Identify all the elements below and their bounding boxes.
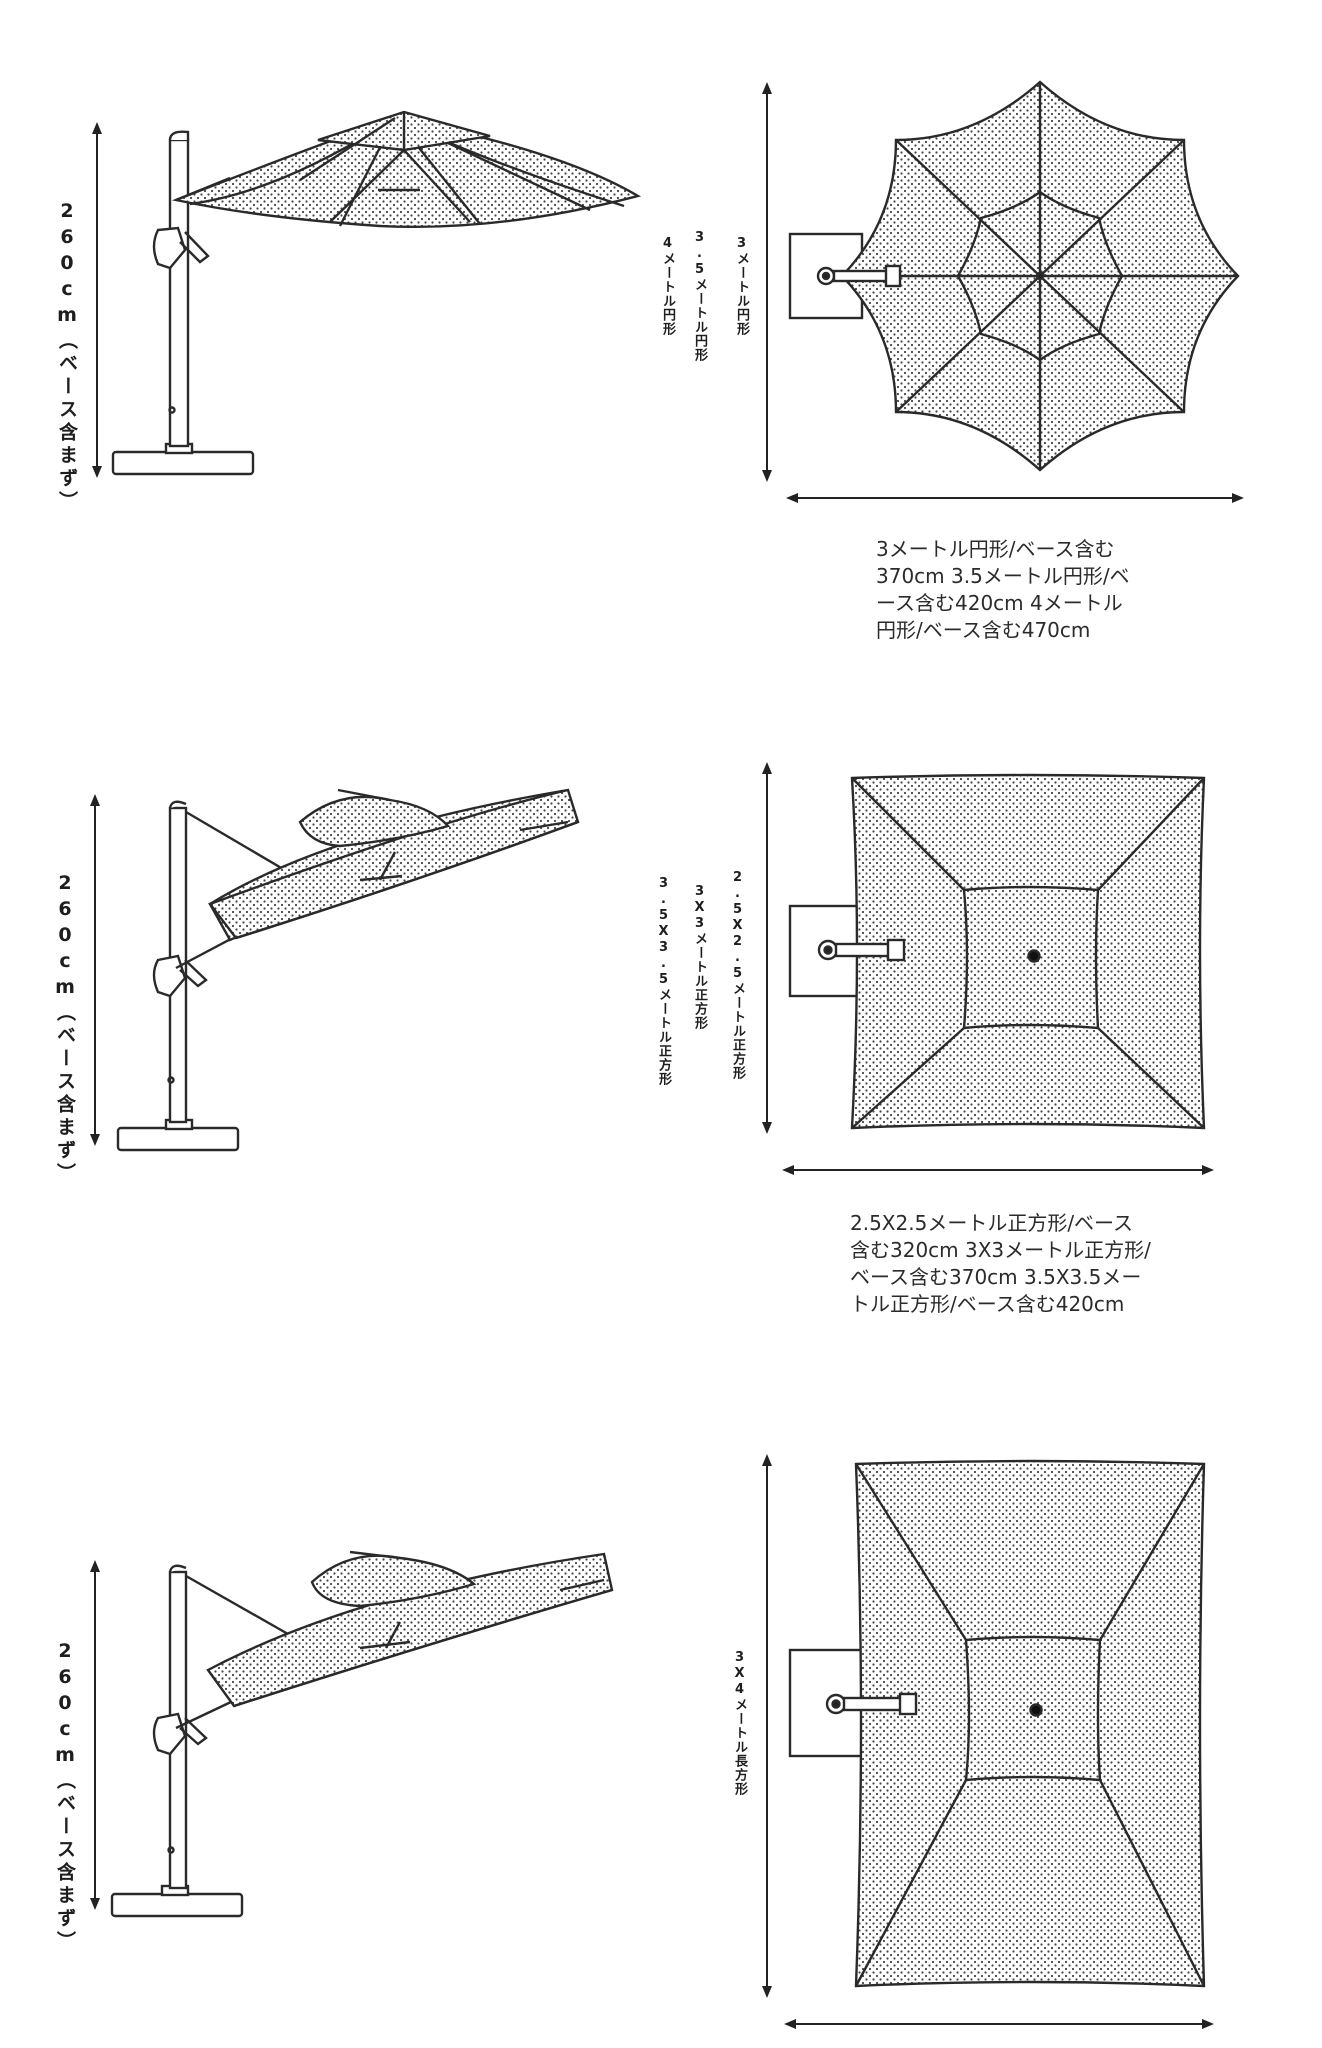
size-label-2c: 2.5X2.5メートル正方形 bbox=[730, 870, 745, 1080]
size-label-2b: 3X3メートル正方形 bbox=[692, 884, 707, 1030]
section-rectangle bbox=[90, 1454, 1214, 2029]
umbrella-side-view-1 bbox=[111, 110, 642, 476]
caption-round-line-2: 370cm 3.5メートル円形/ベ bbox=[876, 564, 1130, 588]
caption-square-line-1: 2.5X2.5メートル正方形/ベース bbox=[850, 1211, 1134, 1235]
section-round bbox=[92, 80, 1244, 503]
caption-square-line-3: ベース含む370cm 3.5X3.5メー bbox=[850, 1265, 1142, 1289]
caption-square-line-2: 含む320cm 3X3メートル正方形/ bbox=[850, 1238, 1151, 1262]
caption-round-line-3: ース含む420cm 4メートル bbox=[876, 591, 1123, 615]
height-label-2: 260cm（ベース含まず） bbox=[54, 872, 76, 1186]
height-label-1: 260cm（ベース含まず） bbox=[56, 200, 78, 514]
caption-round-line-4: 円形/ベース含む470cm bbox=[876, 618, 1091, 642]
caption-square: 2.5X2.5メートル正方形/ベース 含む320cm 3X3メートル正方形/ ベ… bbox=[850, 1210, 1151, 1318]
umbrella-top-view-rectangle bbox=[788, 1459, 1206, 1988]
umbrella-top-view-round bbox=[788, 80, 1240, 472]
size-label-3a: 3X4メートル長方形 bbox=[732, 1650, 747, 1796]
section-square bbox=[90, 762, 1214, 1175]
umbrella-top-view-square bbox=[788, 773, 1206, 1130]
size-label-1b: 3.5メートル円形 bbox=[692, 230, 707, 362]
caption-round: 3メートル円形/ベース含む 370cm 3.5メートル円形/ベ ース含む420c… bbox=[876, 536, 1130, 644]
umbrella-side-view-3 bbox=[110, 1550, 614, 1918]
size-label-1a: 4メートル円形 bbox=[660, 236, 675, 336]
height-label-3: 260cm（ベース含まず） bbox=[54, 1640, 76, 1954]
size-label-2a: 3.5X3.5メートル正方形 bbox=[656, 876, 671, 1086]
umbrella-side-view-2 bbox=[116, 788, 580, 1152]
caption-round-line-1: 3メートル円形/ベース含む bbox=[876, 537, 1115, 561]
size-label-1c: 3メートル円形 bbox=[734, 236, 749, 336]
caption-square-line-4: トル正方形/ベース含む420cm bbox=[850, 1292, 1125, 1316]
